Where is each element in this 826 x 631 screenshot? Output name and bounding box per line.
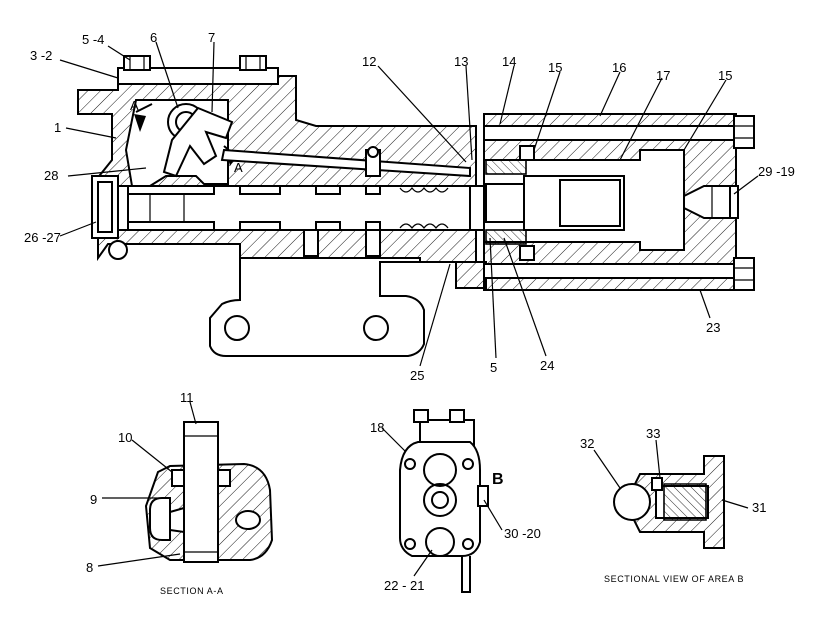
callout-25: 25 [410, 368, 424, 383]
callout-1: 1 [54, 120, 61, 135]
callout-16: 16 [612, 60, 626, 75]
callouts: 1 3 -2 5 -4 6 7 12 13 14 15 16 17 15 28 … [24, 30, 795, 593]
callout-24: 24 [540, 358, 554, 373]
callout-7: 7 [208, 30, 215, 45]
callout-11: 11 [180, 390, 194, 405]
callout-31: 31 [752, 500, 766, 515]
port-plug [108, 240, 128, 260]
area-b-view: SECTIONAL VIEW OF AREA B [604, 455, 744, 584]
callout-28: 28 [44, 168, 58, 183]
section-marker-a-left: A [130, 98, 139, 113]
callout-26-27: 26 -27 [24, 230, 61, 245]
callout-12: 12 [362, 54, 376, 69]
end-view: B [399, 409, 504, 593]
callout-29-19: 29 -19 [758, 164, 795, 179]
piston-rod [485, 183, 525, 223]
callout-17: 17 [656, 68, 670, 83]
callout-15-right: 15 [718, 68, 732, 83]
caption-area-b: SECTIONAL VIEW OF AREA B [604, 574, 744, 584]
section-marker-a-right: A [234, 160, 243, 175]
callout-23: 23 [706, 320, 720, 335]
cover-bolt-right [239, 55, 267, 71]
callout-8: 8 [86, 560, 93, 575]
bracket-hole-right [363, 315, 389, 341]
callout-14: 14 [502, 54, 516, 69]
callout-5-4: 5 -4 [82, 32, 104, 47]
tie-rod-bottom [483, 263, 737, 279]
callout-32: 32 [580, 436, 594, 451]
callout-33: 33 [646, 426, 660, 441]
leader-lines [59, 41, 759, 577]
callout-9: 9 [90, 492, 97, 507]
callout-30-20: 30 -20 [504, 526, 541, 541]
callout-18: 18 [370, 420, 384, 435]
callout-15-top: 15 [548, 60, 562, 75]
check-ball [613, 483, 651, 521]
callout-3-2: 3 -2 [30, 48, 52, 63]
section-aa-view: SECTION A-A [144, 421, 274, 596]
area-b-label: B [492, 471, 504, 488]
callout-13: 13 [454, 54, 468, 69]
callout-10: 10 [118, 430, 132, 445]
mounting-bracket [209, 257, 425, 357]
drilled-passage [220, 148, 471, 178]
valve-spool [127, 185, 471, 231]
caption-section-aa: SECTION A-A [160, 586, 224, 596]
callout-6: 6 [150, 30, 157, 45]
cover-plate [117, 67, 279, 85]
shaft [183, 421, 219, 563]
callout-5: 5 [490, 360, 497, 375]
bracket-hole-left [224, 315, 250, 341]
main-section-view [77, 55, 755, 357]
tie-rod-top [483, 125, 737, 141]
callout-22-21: 22 - 21 [384, 578, 424, 593]
lever-arm [162, 106, 234, 178]
